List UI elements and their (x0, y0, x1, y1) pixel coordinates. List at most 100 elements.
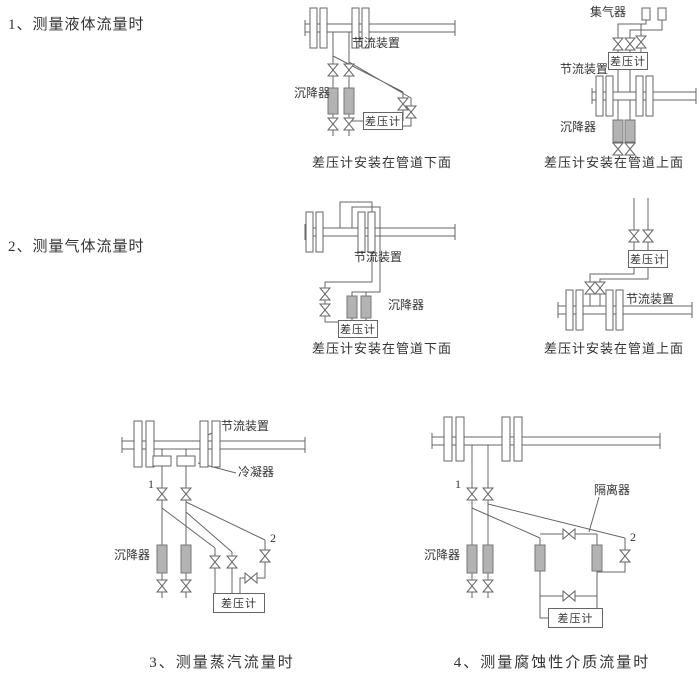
flange-rect (605, 75, 614, 117)
settler-label: 沉降器 (114, 548, 151, 562)
valve-icon (327, 63, 339, 77)
settler-shape (327, 87, 339, 115)
flange-rect (645, 75, 654, 117)
section-3-title: 3、测量蒸汽流量时 (149, 655, 295, 671)
caption-dp-below-1: 差压计安装在管道下面 (311, 155, 452, 170)
impulse-lines (589, 198, 649, 306)
flange-rect (565, 289, 574, 331)
valve-icon (619, 549, 631, 563)
flange-rect (635, 75, 644, 117)
flange-rect (615, 289, 624, 331)
valve-icon (405, 105, 417, 119)
valve-icon (594, 281, 606, 295)
diagram-gas-dp-above (557, 198, 693, 331)
point-2-label: 2 (270, 531, 276, 545)
flange-rect (211, 420, 221, 468)
valve-icon (612, 142, 624, 156)
flange-rect (361, 7, 370, 49)
valve-icon (343, 117, 355, 131)
flange-rect (133, 420, 143, 468)
point-2-label: 2 (630, 530, 636, 544)
caption-dp-above-1: 差压计安装在管道上面 (543, 155, 684, 170)
valve-icon (156, 579, 168, 593)
throttle-device-label: 节流装置 (626, 292, 675, 306)
flange-rect (595, 75, 604, 117)
flange-rect (145, 420, 155, 468)
flange-rect (455, 416, 465, 462)
valve-icon (624, 37, 636, 51)
flange-rect (513, 416, 523, 462)
gas-collector-shape (641, 7, 651, 21)
diagram-liquid-dp-above (591, 7, 697, 156)
flange-rect (309, 7, 318, 49)
flange-rect (575, 289, 584, 331)
valve-icon (244, 572, 258, 584)
valve-icon (319, 303, 331, 317)
valve-icon (584, 281, 596, 295)
flange-rect (305, 211, 314, 253)
flange-rect (199, 420, 209, 468)
valve-icon (259, 549, 271, 563)
throttle-device-label: 节流装置 (354, 250, 403, 264)
caption-dp-below-2: 差压计安装在管道下面 (311, 341, 452, 356)
valve-icon (397, 97, 409, 111)
valve-icon (319, 287, 331, 301)
settler-shape (612, 119, 624, 143)
valve-icon (466, 487, 478, 501)
isolator-shape (534, 544, 546, 572)
dp-gauge-box: 差压计 (363, 112, 403, 130)
valve-icon (180, 579, 192, 593)
pipe-line (557, 302, 693, 318)
settler-shape (360, 295, 372, 319)
flange-rect (443, 416, 453, 462)
settler-label: 沉降器 (388, 298, 425, 312)
condenser-shape (176, 455, 196, 467)
section-4-title: 4、测量腐蚀性介质流量时 (453, 655, 651, 671)
flange-rect (351, 7, 360, 49)
valve-icon (624, 142, 636, 156)
condenser-shape (152, 455, 172, 467)
dp-gauge-box: 差压计 (608, 52, 648, 70)
valve-icon (612, 37, 624, 51)
settler-shape (156, 544, 168, 574)
valve-icon (482, 579, 494, 593)
valve-icon (482, 487, 494, 501)
valve-icon (327, 117, 339, 131)
flange-rect (367, 211, 376, 253)
settler-shape (624, 119, 636, 143)
section-2-title: 2、测量气体流量时 (8, 239, 145, 255)
flange-rect (605, 289, 614, 331)
point-1-label: 1 (455, 477, 461, 491)
isolator-label: 隔离器 (594, 483, 631, 497)
throttle-device-label: 节流装置 (221, 419, 270, 433)
diagram-steam (121, 420, 306, 598)
gas-collector-label: 集气器 (590, 5, 627, 19)
settler-shape (482, 544, 494, 574)
point-1-label: 1 (148, 477, 154, 491)
valve-icon (628, 229, 640, 243)
flange-rect (319, 7, 328, 49)
leader-line (588, 496, 600, 533)
diagram-gas-dp-below (304, 201, 456, 323)
settler-label: 沉降器 (424, 548, 461, 562)
diagram-corrosive (431, 416, 661, 619)
dp-gauge-box: 差压计 (628, 250, 668, 268)
dp-gauge-box: 差压计 (548, 608, 603, 628)
settler-shape (180, 544, 192, 574)
throttle-device-label: 节流装置 (560, 62, 609, 76)
caption-dp-above-2: 差压计安装在管道上面 (543, 341, 684, 356)
flange-rect (501, 416, 511, 462)
valve-icon (226, 555, 238, 569)
throttle-device-label: 节流装置 (352, 36, 401, 50)
valve-icon (562, 528, 576, 540)
valve-icon (635, 35, 647, 49)
settler-label: 沉降器 (294, 86, 331, 100)
flange-rect (315, 211, 324, 253)
section-1-title: 1、测量液体流量时 (8, 17, 145, 33)
impulse-lines (324, 201, 381, 323)
diagram-liquid-dp-below (304, 7, 456, 136)
dp-gauge-box: 差压计 (338, 320, 378, 338)
valve-icon (466, 579, 478, 593)
